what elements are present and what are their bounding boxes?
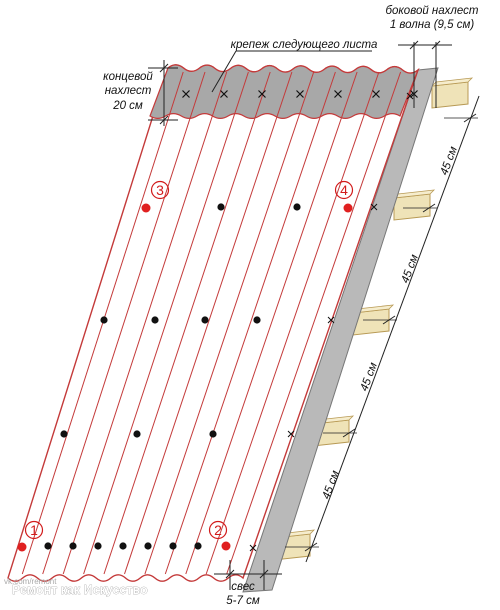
corrugation-ridge <box>83 71 249 575</box>
side-overlap-annotation: боковой нахлест 1 волна (9,5 см) <box>386 5 479 108</box>
corrugation-ridge <box>62 71 228 575</box>
corrugation-ridge <box>226 71 402 575</box>
fastening-point-2: 2 <box>208 520 231 551</box>
screw-dot <box>133 430 141 438</box>
overlap-cross <box>220 90 228 98</box>
batten-top <box>430 77 474 87</box>
next-sheet-annotation: крепеж следующего листа <box>211 39 378 93</box>
overhang-label-2: 5-7 см <box>226 595 260 607</box>
screw-dot <box>201 316 209 324</box>
next-sheet-label: крепеж следующего листа <box>231 39 378 51</box>
batten <box>393 193 431 221</box>
fastening-point-label: 4 <box>340 182 348 198</box>
side-overlap-label-1: боковой нахлест <box>386 5 479 17</box>
corrugation-ridge <box>42 71 206 575</box>
screw-dot <box>119 542 127 550</box>
edge-cross <box>287 430 295 438</box>
fastening-point-label: 1 <box>30 522 38 538</box>
screw-dot <box>169 542 177 550</box>
side-overlap-label-2: 1 волна (9,5 см) <box>390 19 475 31</box>
screw-dot <box>44 542 52 550</box>
overhang-label-1: свес <box>231 581 255 593</box>
overlap-cross <box>296 90 304 98</box>
edge-cross <box>406 92 414 100</box>
fastening-point-label: 2 <box>214 522 222 538</box>
watermark-title: Ремонт как Искусство <box>12 583 148 597</box>
screw-dot <box>217 203 225 211</box>
edge-cross <box>249 544 257 552</box>
watermark: vk.com/remont Ремонт как Искусство <box>4 577 148 597</box>
end-overlap-label-2: нахлест <box>105 85 152 97</box>
edge-cross <box>370 203 378 211</box>
overlap-cross <box>258 90 266 98</box>
corrugation-ridge <box>103 71 271 575</box>
intermediate-screws <box>44 203 301 550</box>
overhang-annotation: свес 5-7 см <box>214 560 282 607</box>
fastening-point-4: 4 <box>334 180 354 213</box>
screw-dot <box>60 430 68 438</box>
screw-dot <box>94 542 102 550</box>
overlap-cross <box>372 90 380 98</box>
overlap-cross <box>182 90 190 98</box>
screw-dot <box>194 542 202 550</box>
screw-dot <box>151 316 159 324</box>
fastening-point-1: 1 <box>17 520 44 552</box>
edge-cross <box>327 316 335 324</box>
corrugation-ridge <box>205 71 380 575</box>
corrugation-ridge <box>144 71 315 575</box>
spacing-label-3: 45 см <box>358 361 379 393</box>
watermark-url: vk.com/remont <box>4 577 57 586</box>
next-sheet-fasteners <box>182 90 418 552</box>
batten <box>431 81 469 109</box>
end-overlap-zone <box>149 64 420 119</box>
screw-dot <box>144 542 152 550</box>
spacing-label-2: 45 см <box>399 253 420 285</box>
end-overlap-label-1: концевой <box>103 71 153 83</box>
screw-dot <box>253 316 261 324</box>
screw-dot <box>100 316 108 324</box>
corrugation-ridge <box>164 71 336 575</box>
spacing-label-4: 45 см <box>320 469 341 501</box>
screw-dot <box>69 542 77 550</box>
screw-dot <box>293 203 301 211</box>
fastening-point-label: 3 <box>156 182 164 198</box>
fastening-point-3: 3 <box>141 180 170 213</box>
sheet-side-edge <box>242 67 439 593</box>
corrugation-ridge <box>185 71 358 575</box>
end-overlap-label-3: 20 см <box>112 100 143 112</box>
corrugation-ridge <box>124 71 293 575</box>
screw-dot <box>209 430 217 438</box>
overlap-cross <box>334 90 342 98</box>
end-overlap-annotation: концевой нахлест 20 см <box>103 60 178 126</box>
spacing-label-1: 45 см <box>438 145 459 177</box>
